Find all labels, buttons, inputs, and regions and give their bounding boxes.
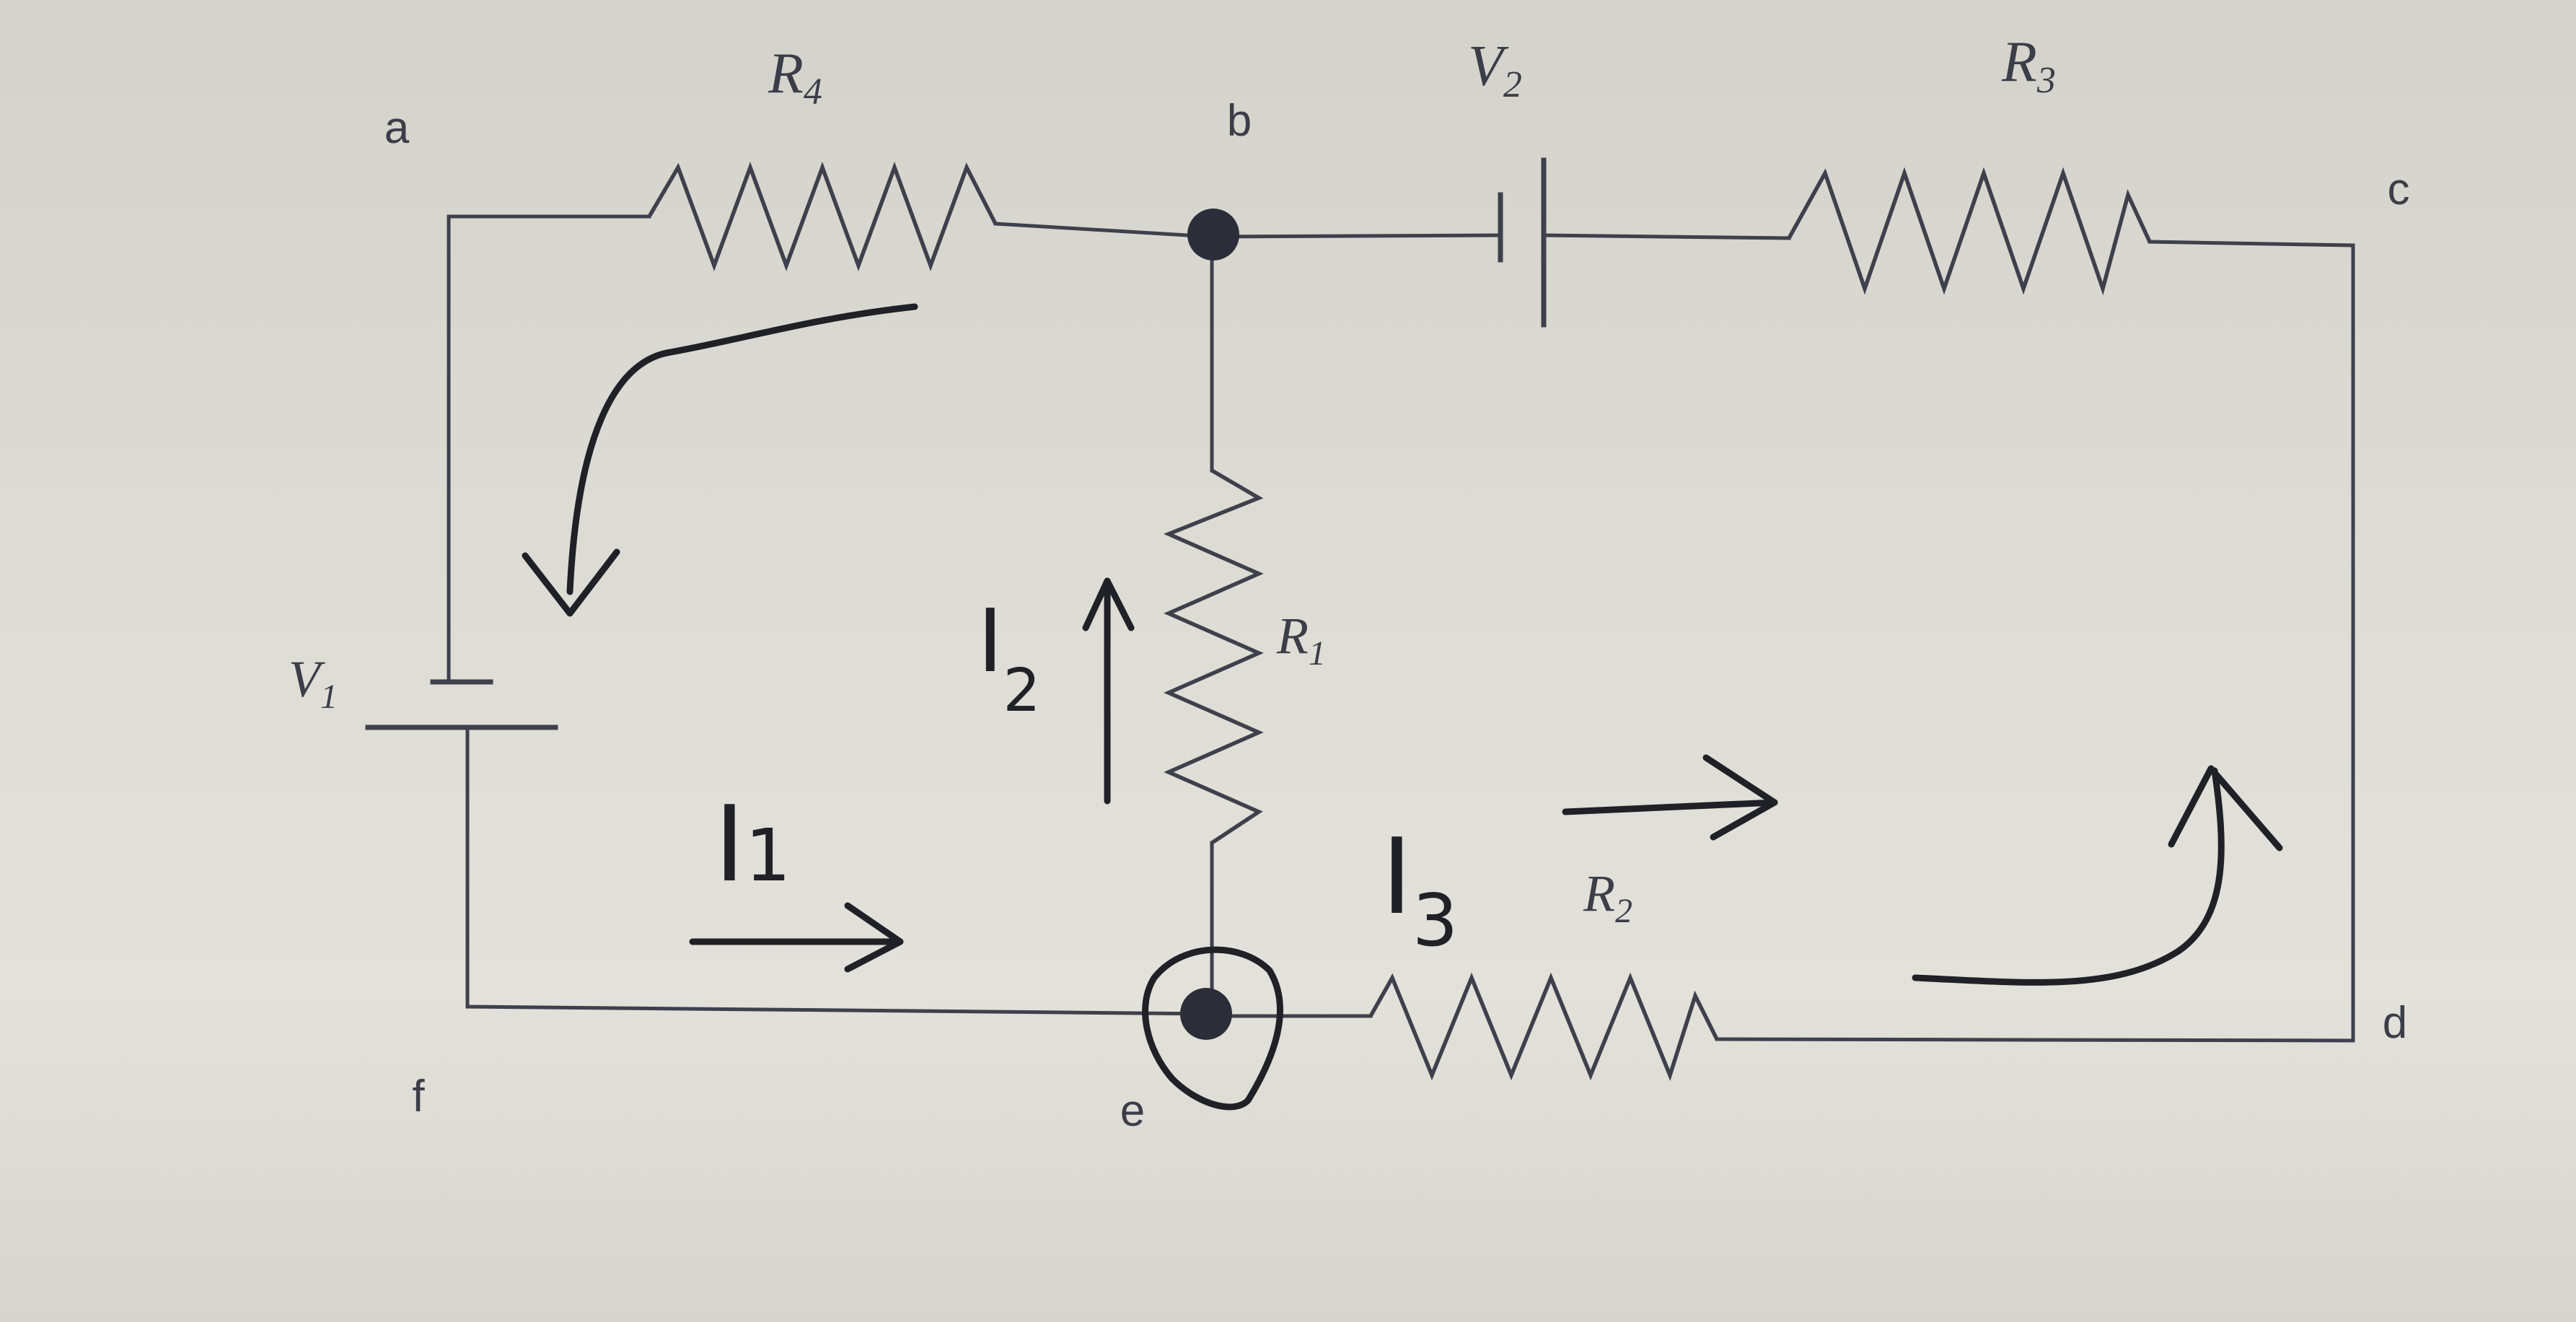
resistor-r3: [1787, 167, 2152, 296]
junction-b-dot: [1187, 209, 1239, 261]
wire-d-r2: [1715, 1037, 2355, 1043]
current-label-i2: I2: [977, 592, 1041, 725]
junction-e-circle-mark: [1142, 946, 1283, 1111]
wire-b-v2: [1210, 233, 1503, 239]
junction-e-dot: [1180, 988, 1232, 1040]
circuit-wires: [447, 214, 2355, 1043]
node-label-a: a: [384, 103, 410, 153]
battery-v1: [365, 679, 558, 730]
label-r3: R3: [2001, 30, 2056, 101]
resistor-r1: [1163, 468, 1264, 845]
loop-arrow-left: [522, 303, 918, 617]
node-label-b: b: [1227, 96, 1252, 146]
wire-r4-b: [993, 222, 1214, 239]
wire-a-r4: [447, 214, 651, 684]
label-v2: V2: [1468, 35, 1522, 105]
battery-v2: [1498, 157, 1547, 328]
current-label-i1: I1: [714, 784, 791, 906]
label-v1: V1: [289, 650, 338, 716]
node-label-c: c: [2388, 165, 2410, 214]
current-i3-arrow: [1562, 754, 1778, 841]
current-i2-arrow: [1082, 577, 1135, 805]
current-label-i3: I3: [1381, 816, 1458, 963]
label-r2: R2: [1583, 864, 1632, 930]
label-r4: R4: [768, 42, 822, 113]
node-label-e: e: [1120, 1086, 1145, 1136]
current-i1-arrow: [689, 902, 904, 973]
resistor-r4: [647, 162, 998, 271]
node-label-d: d: [2383, 998, 2407, 1048]
resistor-r2: [1368, 972, 1719, 1082]
wire-e-f: [465, 727, 1214, 1016]
node-label-f: f: [412, 1072, 425, 1121]
wire-v2-r3: [1542, 233, 1791, 240]
wire-r3-c-d: [2148, 240, 2355, 1043]
label-r1: R1: [1276, 607, 1326, 673]
loop-arrow-right: [1912, 765, 2283, 986]
